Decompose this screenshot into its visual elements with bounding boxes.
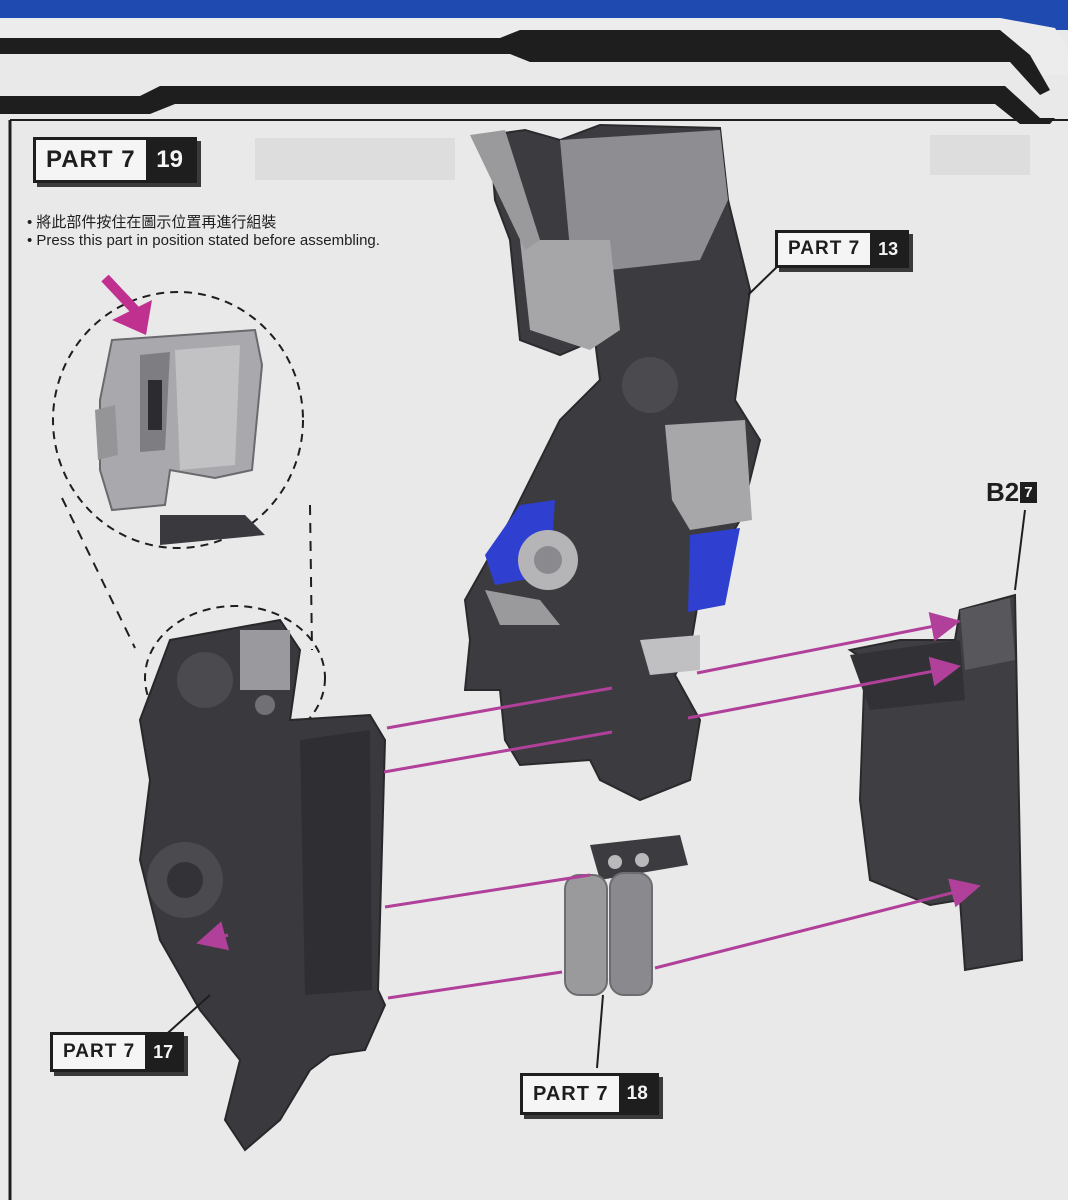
part-17-shape <box>138 618 387 1152</box>
callout-part-18-text: PART 7 <box>533 1082 609 1105</box>
step-header-text: PART 7 <box>46 146 136 173</box>
page-header-banner <box>0 0 1068 124</box>
arrow-right-icon <box>386 686 613 730</box>
part-13-shape <box>463 123 762 802</box>
arrow-right-icon <box>384 873 591 909</box>
part-b2-shape <box>847 593 1024 972</box>
callout-runner-b2: B2 7 <box>986 477 1037 508</box>
bleed-through-labels <box>255 135 1030 180</box>
callout-part-13-text: PART 7 <box>788 238 861 259</box>
callout-part-18-number: 18 <box>618 1076 656 1112</box>
arrow-right-icon <box>387 970 563 1000</box>
assembly-arrows <box>383 611 981 1000</box>
callout-part-17: PART 7 17 <box>50 1032 185 1072</box>
callout-part-18: PART 7 18 <box>520 1073 659 1115</box>
detail-inset <box>52 274 304 549</box>
callout-part-13-number: 13 <box>870 233 907 265</box>
runner-number: 7 <box>1020 482 1037 503</box>
down-arrow-icon <box>112 300 152 335</box>
arrow-right-icon <box>696 611 961 675</box>
step-header-label: PART 7 19 <box>33 137 197 183</box>
instruction-note-english: • Press this part in position stated bef… <box>27 232 380 249</box>
callout-part-17-number: 17 <box>145 1035 182 1069</box>
step-header-number: 19 <box>145 140 194 180</box>
part-18-shape <box>564 835 688 996</box>
instruction-note-chinese: • 將此部件按住在圖示位置再進行組裝 <box>27 214 277 231</box>
callout-part-17-text: PART 7 <box>63 1041 136 1062</box>
inset-connector-left <box>61 497 136 649</box>
callout-part-13: PART 7 13 <box>775 230 910 268</box>
runner-code: B2 <box>986 477 1020 507</box>
inset-connector-right <box>309 504 313 651</box>
arrow-right-icon <box>383 730 613 774</box>
arrow-right-icon <box>654 878 981 970</box>
arrow-right-icon <box>687 656 961 720</box>
